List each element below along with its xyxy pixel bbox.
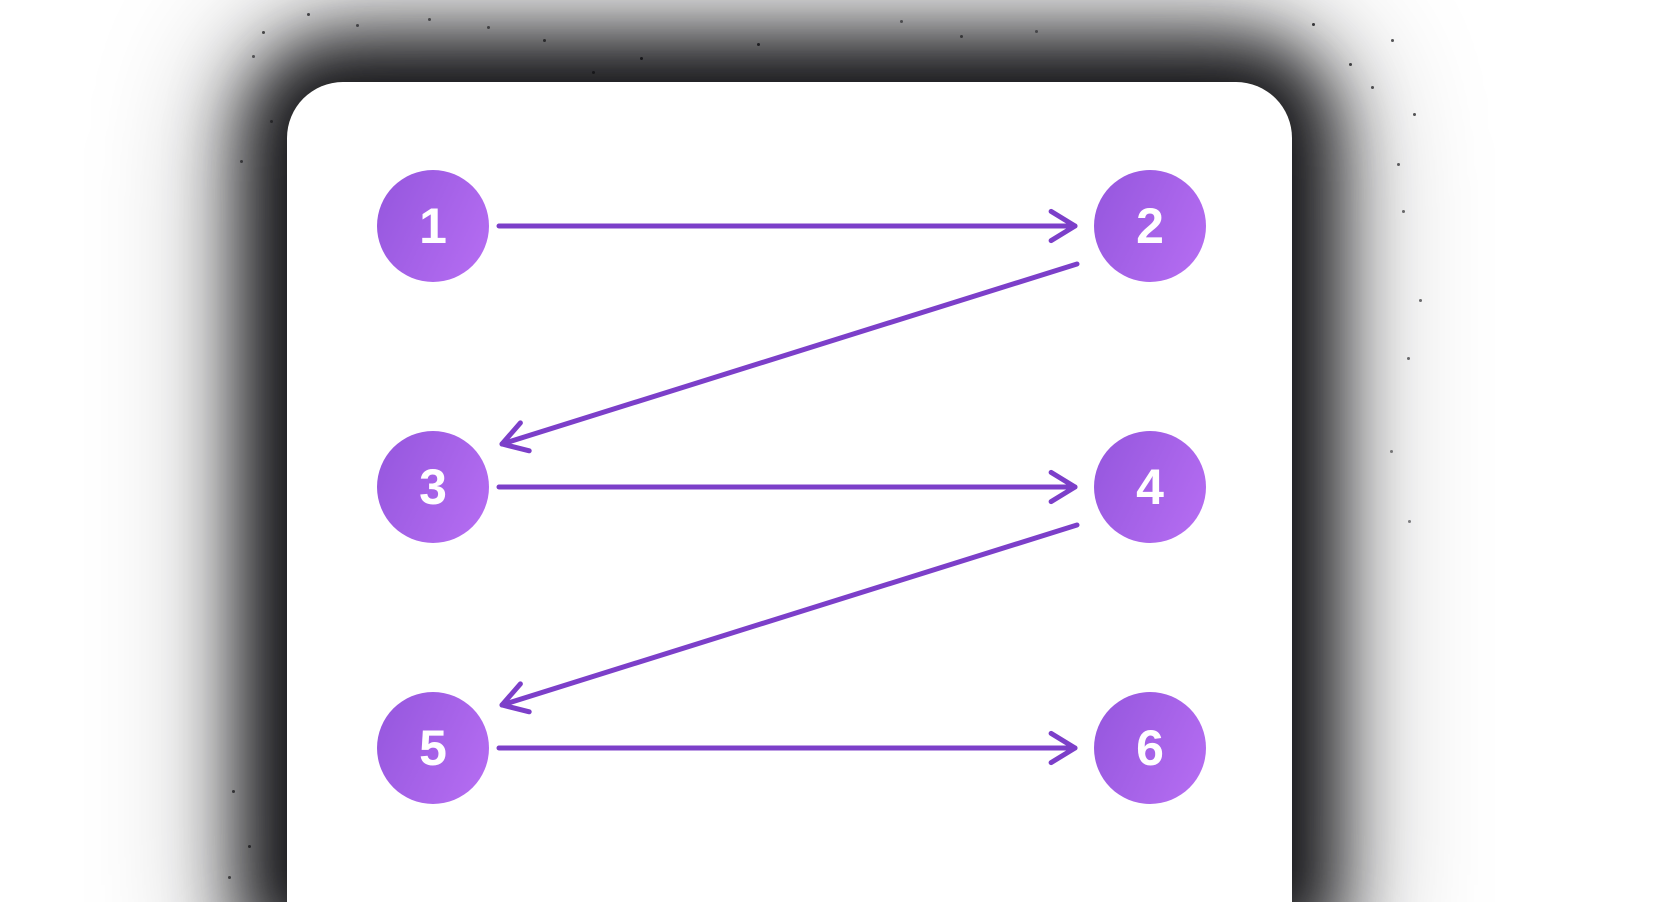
flow-node-2: 2 — [1094, 170, 1206, 282]
flow-node-4: 4 — [1094, 431, 1206, 543]
grain-speckles — [0, 0, 3, 3]
flow-node-3: 3 — [377, 431, 489, 543]
flow-node-6: 6 — [1094, 692, 1206, 804]
flow-node-1: 1 — [377, 170, 489, 282]
flow-node-5: 5 — [377, 692, 489, 804]
